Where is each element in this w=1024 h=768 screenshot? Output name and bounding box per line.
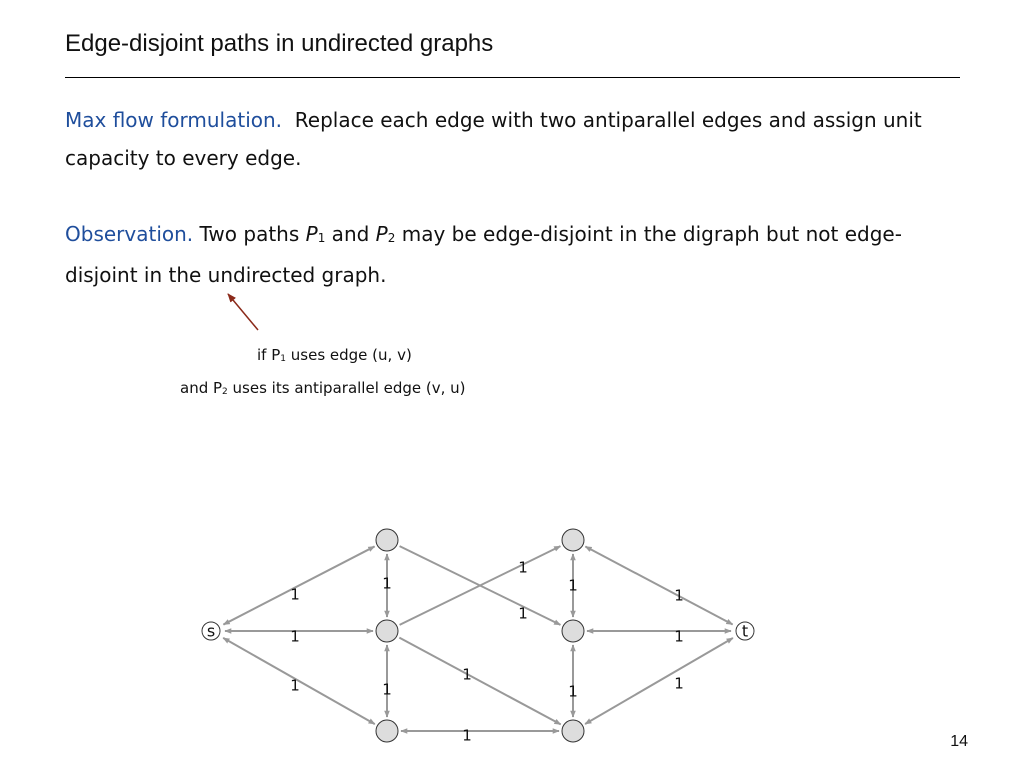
slide-title: Edge-disjoint paths in undirected graphs bbox=[65, 30, 494, 57]
capacity-label-s-a: 1 bbox=[290, 586, 300, 604]
annotation-line-1: if P1 uses edge (u, v) bbox=[257, 346, 412, 364]
capacity-label-a-b: 1 bbox=[382, 575, 392, 593]
capacity-label-c-f: 1 bbox=[462, 727, 472, 745]
max-flow-text: Replace each edge with two antiparallel … bbox=[65, 108, 922, 170]
capacity-label-b-c: 1 bbox=[382, 681, 392, 699]
capacity-label-f-t: 1 bbox=[674, 675, 684, 693]
max-flow-paragraph: Max flow formulation. Replace each edge … bbox=[65, 101, 965, 177]
title-divider bbox=[65, 77, 960, 78]
edge-s-c bbox=[222, 637, 376, 725]
node-e bbox=[561, 619, 585, 643]
observation-paragraph: Observation. Two paths P1 and P2 may be … bbox=[65, 215, 965, 294]
capacity-label-s-c: 1 bbox=[290, 677, 300, 695]
edge-b-d bbox=[399, 545, 562, 626]
capacity-label-b-d: 1 bbox=[518, 559, 528, 577]
max-flow-lead: Max flow formulation. bbox=[65, 108, 283, 132]
node-d bbox=[561, 528, 585, 552]
observation-text-3: may be edge-disjoint in the digraph but … bbox=[65, 222, 902, 287]
capacity-label-d-t: 1 bbox=[674, 587, 684, 605]
path-p1-subscript: 1 bbox=[317, 231, 326, 246]
capacity-label-a-e: 1 bbox=[518, 605, 528, 623]
node-t bbox=[735, 621, 755, 641]
path-p2-symbol: P bbox=[375, 222, 388, 246]
node-b bbox=[375, 619, 399, 643]
observation-text-2: and bbox=[325, 222, 376, 246]
observation-text-1: Two paths bbox=[199, 222, 306, 246]
annotation-arrow bbox=[227, 293, 259, 331]
annotation-line-2: and P2 uses its antiparallel edge (v, u) bbox=[180, 379, 466, 397]
capacity-label-e-f: 1 bbox=[568, 683, 578, 701]
edge-f-t bbox=[584, 637, 734, 725]
node-label-t: t bbox=[742, 622, 748, 641]
node-label-s: s bbox=[207, 622, 215, 641]
edge-b-f bbox=[398, 636, 562, 726]
path-p2-subscript: 2 bbox=[387, 231, 396, 246]
capacity-label-s-b: 1 bbox=[290, 628, 300, 646]
page-number: 14 bbox=[950, 733, 968, 750]
capacity-label-d-e: 1 bbox=[568, 577, 578, 595]
edge-s-a bbox=[222, 545, 376, 626]
capacity-label-b-f: 1 bbox=[462, 666, 472, 684]
capacity-label-e-t: 1 bbox=[674, 628, 684, 646]
observation-lead: Observation. bbox=[65, 222, 194, 246]
node-c bbox=[375, 719, 399, 743]
node-f bbox=[561, 719, 585, 743]
node-s bbox=[201, 621, 221, 641]
node-a bbox=[375, 528, 399, 552]
edge-d-t bbox=[584, 545, 734, 626]
path-p1-symbol: P bbox=[305, 222, 318, 246]
